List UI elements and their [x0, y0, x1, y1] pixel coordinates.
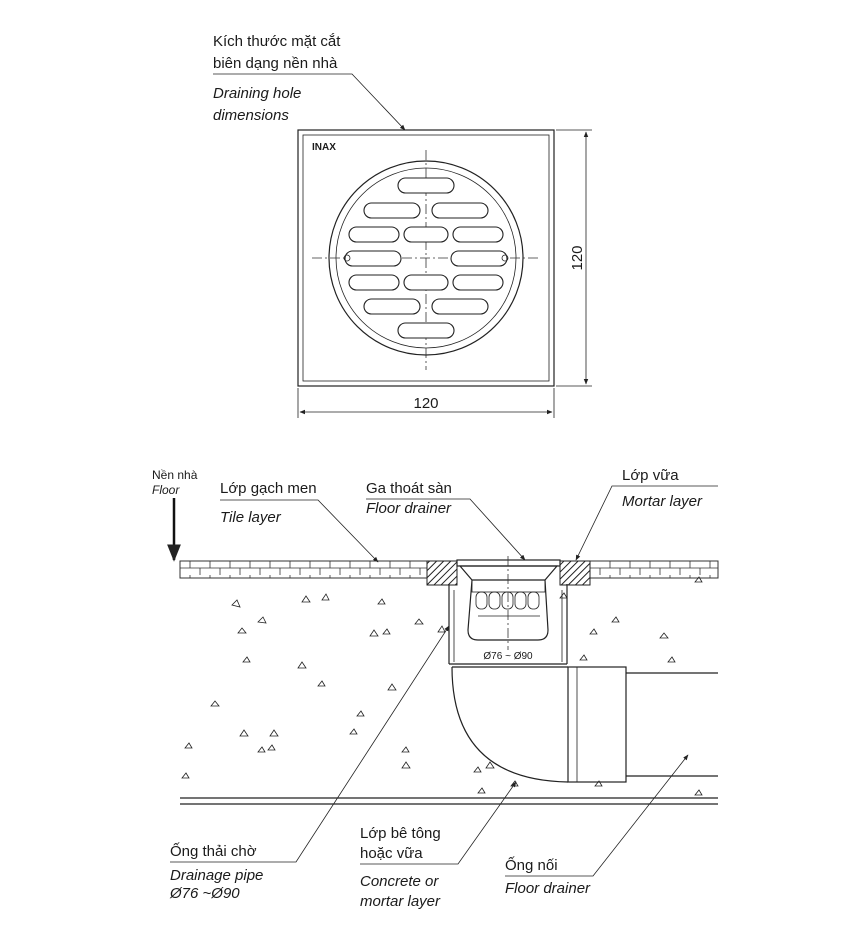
brand-logo: INAX [312, 142, 336, 153]
leader-mortar [575, 485, 718, 561]
leader-joint [505, 754, 689, 877]
tile-label-en: Tile layer [220, 509, 282, 526]
pipe-label-dim: Ø76 ~Ø90 [169, 885, 240, 902]
concrete-aggregate [181, 576, 703, 796]
pipe-label-en: Drainage pipe [170, 867, 263, 884]
label-draining-vi-1: Kích thước mặt cắt [213, 33, 341, 50]
floor-label-vi: Nền nhà [152, 468, 198, 482]
mortar-left [426, 560, 458, 586]
drain-plate-inner [302, 134, 550, 382]
joint-label-en: Floor drainer [505, 880, 591, 897]
mortar-right [559, 560, 591, 586]
mortar-label-en: Mortar layer [622, 493, 703, 510]
concrete-label-vi-1: Lớp bê tông [360, 825, 441, 842]
leader-draining [213, 73, 406, 131]
leader-tile [220, 499, 379, 563]
dim-width-value: 120 [413, 395, 438, 412]
label-draining-en-2: dimensions [213, 107, 289, 124]
pipe-label-vi: Ống thải chờ [170, 842, 257, 860]
drainer-label-en: Floor drainer [366, 500, 452, 517]
floor-drainer-body [456, 556, 561, 650]
diameter-label: Ø76 ~ Ø90 [483, 651, 533, 662]
mortar-label-vi: Lớp vữa [622, 467, 679, 484]
section-view: Nền nhà Floor [152, 467, 719, 910]
floor-label-en: Floor [152, 483, 180, 497]
drainer-label-vi: Ga thoát sàn [366, 480, 452, 497]
tile-layer-right [589, 560, 719, 579]
joint-label-vi: Ống nối [505, 856, 558, 874]
leader-drainer [366, 498, 526, 561]
tile-label-vi: Lớp gạch men [220, 480, 317, 497]
top-view: Kích thước mặt cắt biên dạng nền nhà Dra… [213, 33, 592, 418]
drain-plate [297, 129, 555, 387]
label-draining-vi-2: biên dạng nền nhà [213, 55, 338, 72]
concrete-label-en-2: mortar layer [360, 893, 441, 910]
leader-concrete [360, 781, 517, 865]
concrete-label-en-1: Concrete or [360, 873, 439, 890]
leader-pipe [170, 625, 450, 863]
concrete-label-vi-2: hoặc vữa [360, 845, 423, 862]
label-draining-en-1: Draining hole [213, 85, 301, 102]
grate-slots [343, 177, 509, 339]
tile-layer-left [179, 560, 428, 579]
dim-height-value: 120 [569, 245, 586, 270]
